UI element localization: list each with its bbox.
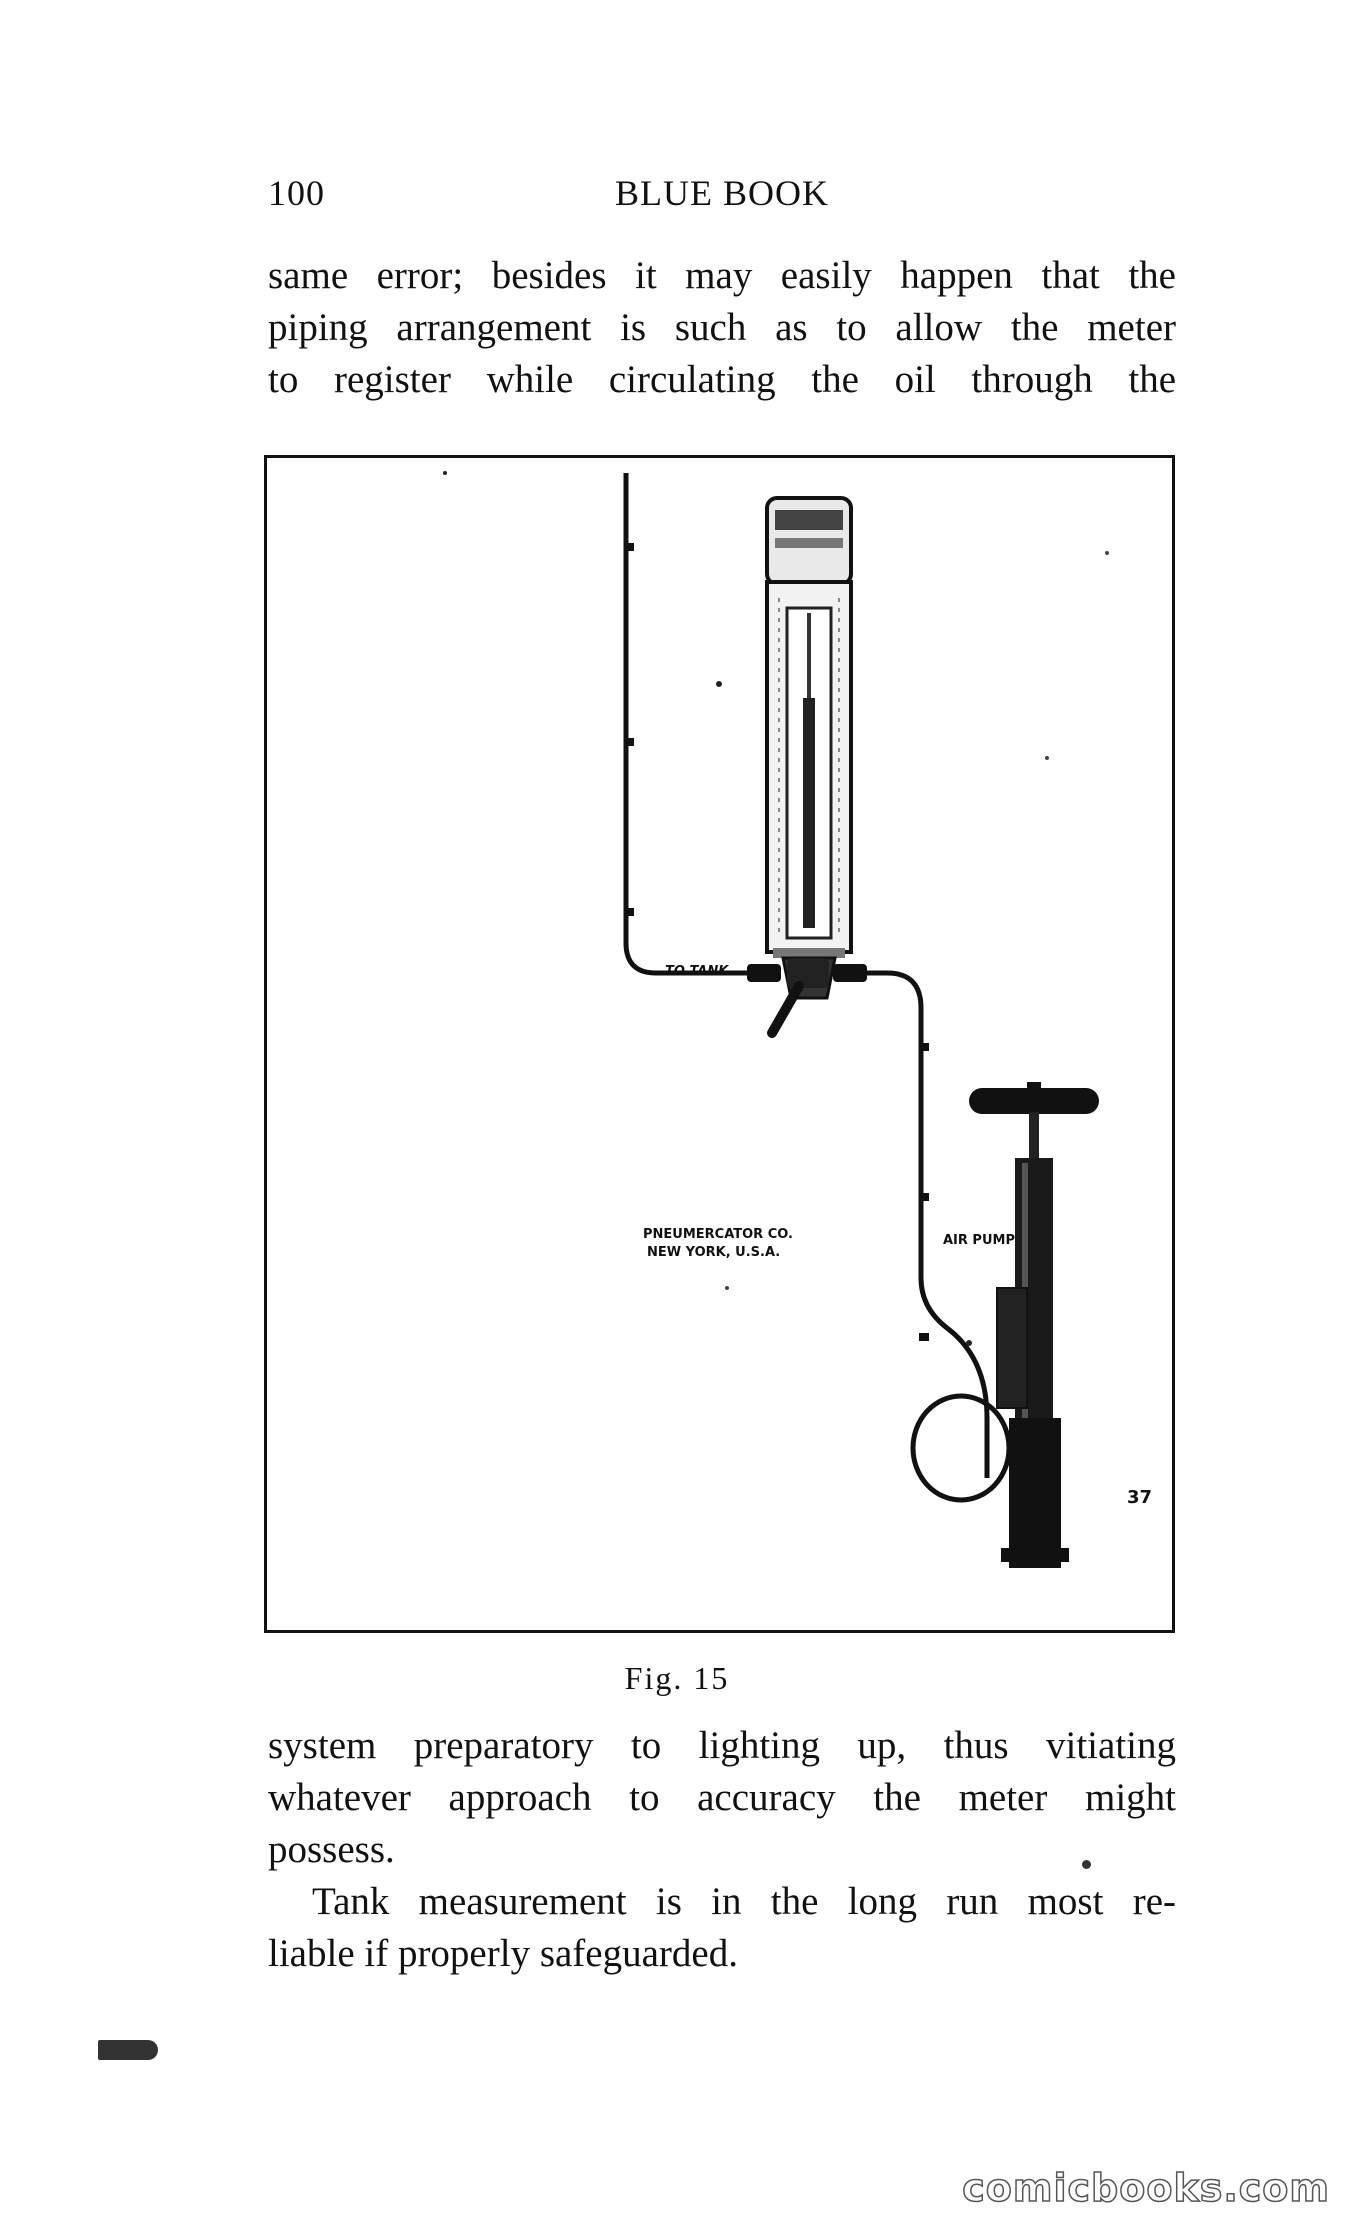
hose-coil	[910, 1393, 1012, 1503]
text-line: system preparatory to lighting up, thus …	[268, 1724, 1176, 1767]
label-maker-line1: PNEUMERCATOR CO.	[643, 1227, 793, 1242]
pump-hose	[867, 970, 990, 1478]
tank-pipe	[623, 473, 752, 976]
ink-smudge	[98, 2040, 158, 2060]
paragraph-last: Tank measurement is in the long run most…	[268, 1876, 1176, 1980]
hose-clip	[919, 1193, 929, 1201]
text-line: to register while circulating the oil th…	[268, 358, 1176, 401]
figure-15: TO TANK PNEUMERCATOR CO. NEW YORK, U.S.A…	[264, 455, 1175, 1633]
ink-speck	[1082, 1860, 1091, 1869]
figure-caption: Fig. 15	[624, 1660, 730, 1696]
text-line: whatever approach to accuracy the meter …	[268, 1776, 1176, 1819]
gauge-tube	[765, 496, 853, 1000]
pipe-clip	[624, 543, 634, 551]
hose-clip	[919, 1043, 929, 1051]
watermark: comicbooks.com	[962, 2165, 1330, 2211]
air-pump	[969, 1082, 1099, 1568]
text-line: piping arrangement is such as to allow t…	[268, 306, 1176, 349]
pipe-clip	[624, 738, 634, 746]
text-line: Tank measurement is in the long run most…	[312, 1880, 1176, 1923]
text-line: possess.	[268, 1828, 395, 1871]
running-title: BLUE BOOK	[615, 173, 829, 213]
label-air-pump: AIR PUMP	[943, 1233, 1015, 1248]
label-to-tank: TO TANK	[665, 964, 729, 979]
paragraph-bottom: system preparatory to lighting up, thus …	[268, 1720, 1176, 1876]
label-number: 37	[1127, 1487, 1152, 1508]
valve-assembly	[747, 958, 867, 1038]
meter-illustration: TO TANK PNEUMERCATOR CO. NEW YORK, U.S.A…	[443, 471, 1152, 1568]
hose-clip	[919, 1333, 929, 1341]
running-head: 100 BLUE BOOK	[268, 172, 1176, 220]
paragraph-top: same error; besides it may easily happen…	[268, 250, 1176, 406]
page-number: 100	[268, 173, 325, 213]
label-maker-line2: NEW YORK, U.S.A.	[647, 1245, 780, 1260]
text-line: same error; besides it may easily happen…	[268, 254, 1176, 297]
text-line: liable if properly safeguarded.	[268, 1932, 738, 1975]
pipe-clip	[624, 908, 634, 916]
